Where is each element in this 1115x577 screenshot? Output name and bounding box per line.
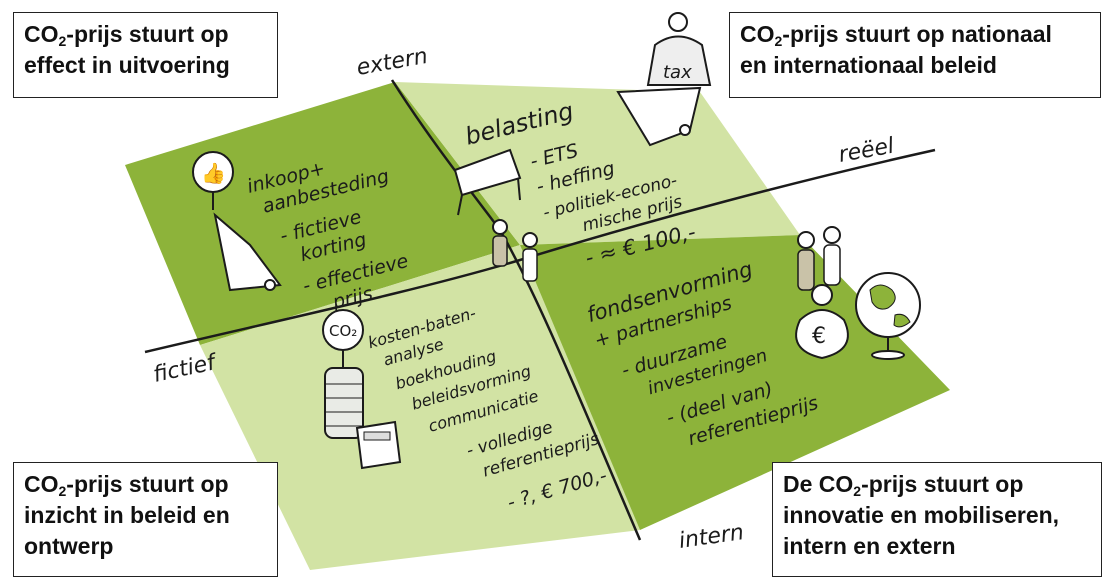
box-bottom-right-line1: De CO2-prijs stuurt op xyxy=(783,471,1024,499)
box-bottom-left: CO2-prijs stuurt op inzicht in beleid en… xyxy=(13,462,278,577)
quadrant-bottom-right xyxy=(520,235,950,530)
box-bottom-left-line1: CO2-prijs stuurt op xyxy=(24,471,229,499)
box-bottom-right-line2: innovatie en mobiliseren, xyxy=(783,502,1060,528)
axis-label-fictief: fictief xyxy=(151,350,220,388)
box-bottom-right: De CO2-prijs stuurt op innovatie en mobi… xyxy=(772,462,1102,577)
coin-stack-icon xyxy=(324,367,364,439)
box-top-right: CO2-prijs stuurt op nationaal en interna… xyxy=(729,12,1101,98)
money-bag-icon: € xyxy=(795,284,849,360)
axis-label-extern: extern xyxy=(355,44,430,81)
quadrant-top-left xyxy=(125,82,520,345)
co2-bubble-label: CO₂ xyxy=(329,322,357,340)
handshake-people-icon xyxy=(492,219,538,282)
box-top-left-line1: CO2-prijs stuurt op xyxy=(24,21,229,49)
box-bottom-right-line3: intern en extern xyxy=(783,533,956,559)
box-bottom-left-line3: ontwerp xyxy=(24,533,114,559)
axis-label-reeel: reëel xyxy=(837,134,896,168)
money-bag-symbol: € xyxy=(812,324,826,349)
quadrant-bottom-left xyxy=(200,245,640,570)
tax-weight-icon: tax xyxy=(646,12,712,86)
co2-bubble-icon: CO₂ xyxy=(322,309,364,368)
box-top-right-line2: en internationaal beleid xyxy=(740,52,997,78)
quadrant-top-right xyxy=(395,82,800,245)
box-top-right-line1: CO2-prijs stuurt op nationaal xyxy=(740,21,1052,49)
box-bottom-left-line2: inzicht in beleid en xyxy=(24,502,230,528)
axis-label-intern: intern xyxy=(677,520,745,554)
box-top-left-line2: effect in uitvoering xyxy=(24,52,230,78)
stall-icon xyxy=(453,148,522,216)
globe-icon xyxy=(855,272,921,360)
box-top-left: CO2-prijs stuurt op effect in uitvoering xyxy=(13,12,278,98)
axis-horizontal xyxy=(144,148,936,354)
people-pair-icon xyxy=(797,226,841,291)
axis-vertical xyxy=(390,79,642,541)
calculator-icon xyxy=(355,420,402,470)
tax-label: tax xyxy=(663,62,692,83)
thumbs-up-glyph: 👍 xyxy=(201,161,226,185)
paper-sheet-icon xyxy=(616,86,702,147)
thumbs-up-icon: 👍 xyxy=(192,151,282,292)
